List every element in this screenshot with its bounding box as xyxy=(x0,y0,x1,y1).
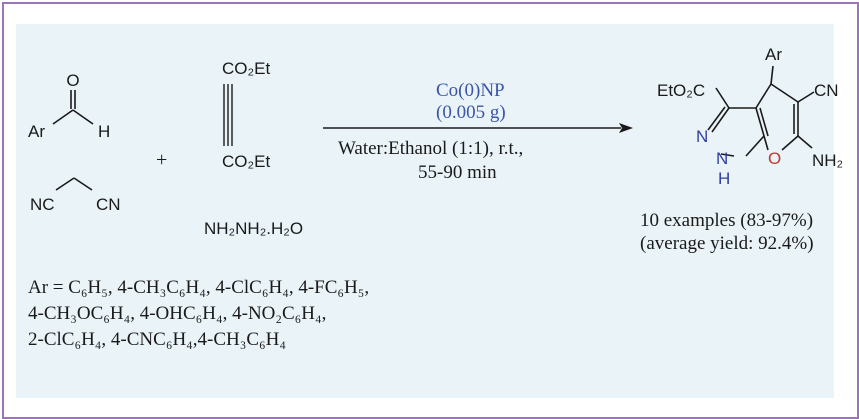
product-ring-oxygen: O xyxy=(768,149,781,168)
malononitrile-structure xyxy=(55,177,93,191)
product-nh-h: H xyxy=(718,169,730,188)
product-nh2: NH₂ xyxy=(812,151,843,170)
ar-list-line-1: Ar = C₆H₅, 4-CH₃C₆H₄, 4-ClC₆H₄, 4-FC₆H₅, xyxy=(28,277,370,298)
aldehyde-oxygen: O xyxy=(66,71,79,90)
hydrazine-hydrate: NH₂NH₂.H₂O xyxy=(204,219,303,238)
reaction-time: 55-90 min xyxy=(418,162,497,183)
aldehyde-h: H xyxy=(98,122,110,141)
reaction-arrow xyxy=(323,123,633,133)
aldehyde-structure xyxy=(52,90,94,125)
product-examples: 10 examples (83-97%) xyxy=(640,210,813,231)
ar-list-line-2: 4-CH₃OC₆H₄, 4-OHC₆H₄, 4-NO₂C₆H₄, xyxy=(28,303,327,324)
aldehyde-ar: Ar xyxy=(28,122,45,141)
product-ar: Ar xyxy=(765,45,782,64)
product-structure xyxy=(707,65,815,157)
ar-list-line-3: 2-ClC₆H₄, 4-CNC₆H₄,4-CH₃C₆H₄ xyxy=(28,329,287,350)
catalyst-label: Co(0)NP xyxy=(436,80,505,101)
alkyne-structure xyxy=(223,84,233,146)
product-ester: EtO₂C xyxy=(657,81,705,100)
plus-sign: + xyxy=(156,149,167,171)
product-nh-n: N xyxy=(716,149,728,168)
reaction-scheme: O Ar H NC CN + CO₂Et CO₂Et NH₂NH₂.H₂O xyxy=(28,45,843,254)
catalyst-amount: (0.005 g) xyxy=(436,102,506,123)
malononitrile-cn: CN xyxy=(96,195,121,214)
alkyne-top-ester: CO₂Et xyxy=(222,59,270,78)
alkyne-bottom-ester: CO₂Et xyxy=(222,152,270,171)
product-cn: CN xyxy=(814,81,839,100)
solvent-conditions: Water:Ethanol (1:1), r.t., xyxy=(338,138,523,159)
product-n1: N xyxy=(696,127,708,146)
scheme-panel: O Ar H NC CN + CO₂Et CO₂Et NH₂NH₂.H₂O xyxy=(16,24,843,398)
malononitrile-nc: NC xyxy=(30,195,55,214)
product-average-yield: (average yield: 92.4%) xyxy=(640,233,814,254)
